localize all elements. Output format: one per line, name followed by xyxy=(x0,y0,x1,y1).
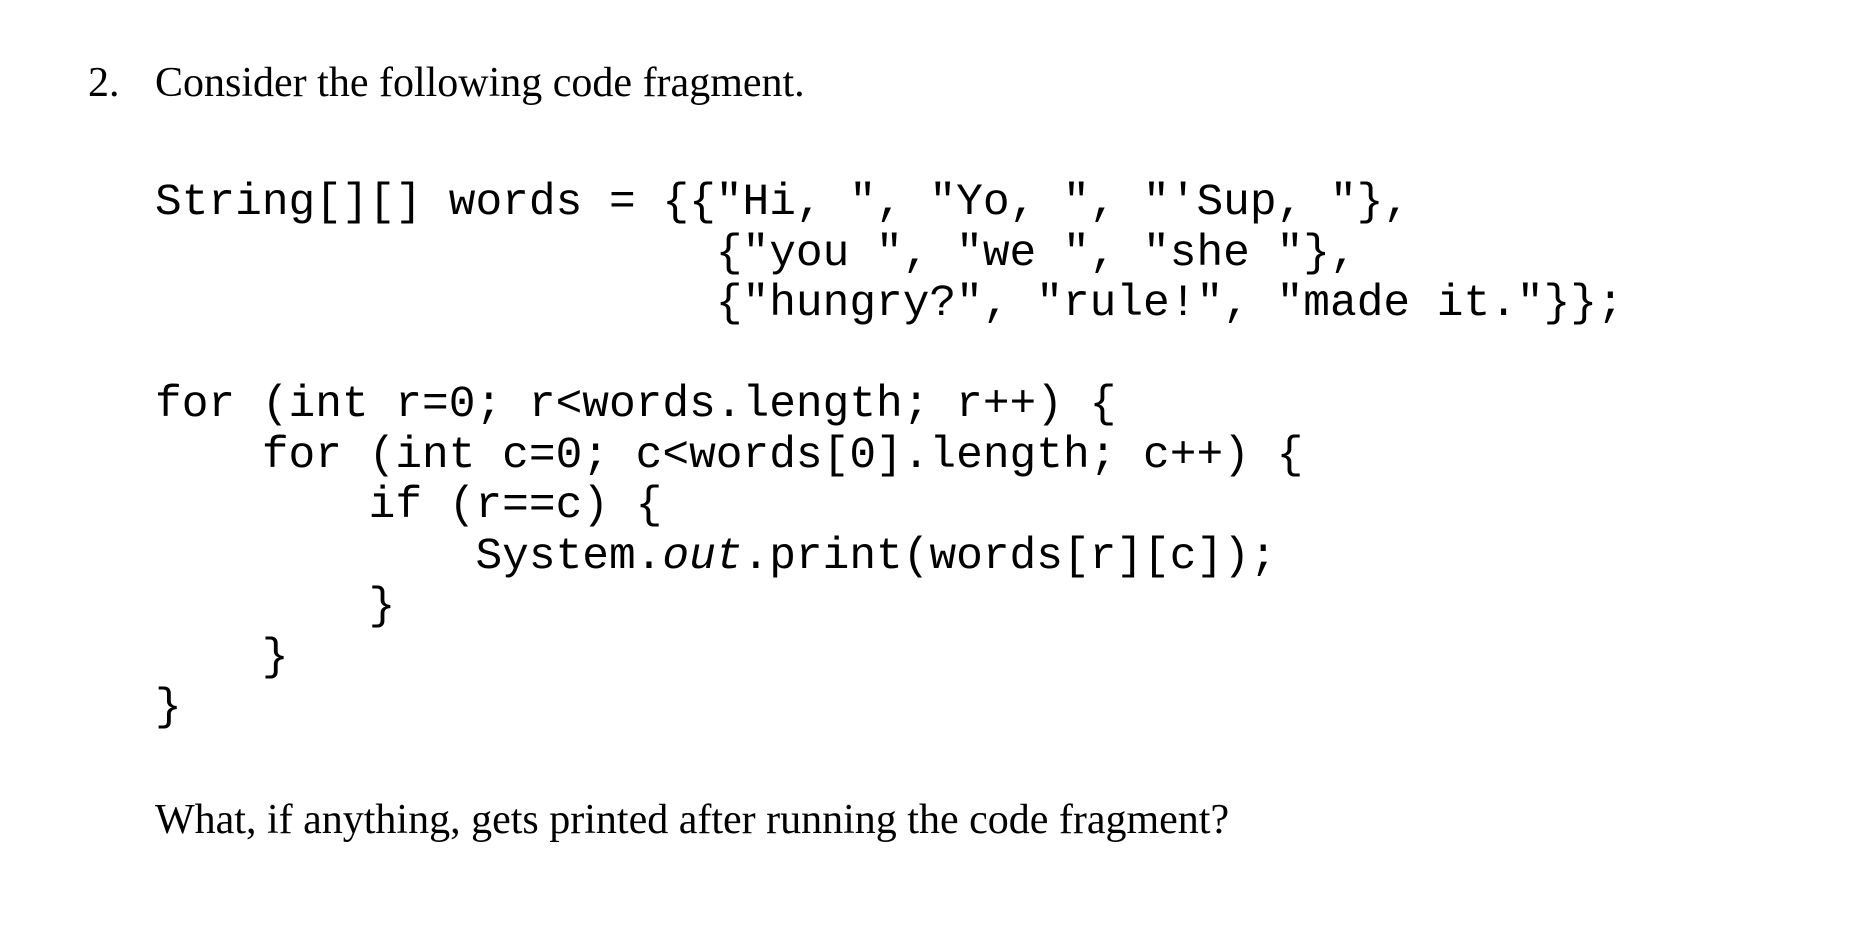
code-line-print: System.out.print(words[r][c]); xyxy=(155,532,1303,583)
question-heading: 2. Consider the following code fragment. xyxy=(88,58,805,108)
print-suffix: .print(words[r][c]); xyxy=(742,531,1277,582)
nested-loop-code: for (int r=0; r<words.length; r++) { for… xyxy=(155,380,1303,734)
question-prompt: What, if anything, gets printed after ru… xyxy=(155,797,1230,843)
question-number: 2. xyxy=(88,60,120,106)
code-line-if-close: } xyxy=(155,582,396,632)
code-line-inner-close: } xyxy=(155,632,289,683)
code-line-declaration-3: {"hungry?", "rule!", "made it."}}; xyxy=(155,279,1624,329)
array-declaration-code: String[][] words = {{"Hi, ", "Yo, ", "'S… xyxy=(155,178,1624,330)
code-line-outer-for: for (int r=0; r<words.length; r++) { xyxy=(155,380,1117,430)
code-line-inner-for: for (int c=0; c<words[0].length; c++) { xyxy=(155,430,1304,481)
code-line-if: if (r==c) { xyxy=(155,481,663,531)
question-text: Consider the following code fragment. xyxy=(155,60,805,106)
code-line-outer-close: } xyxy=(155,683,182,733)
code-line-declaration-2: {"you ", "we ", "she "}, xyxy=(155,228,1357,279)
print-prefix: System. xyxy=(155,531,663,582)
print-out-keyword: out xyxy=(662,531,743,582)
code-line-declaration-1: String[][] words = {{"Hi, ", "Yo, ", "'S… xyxy=(155,178,1411,228)
